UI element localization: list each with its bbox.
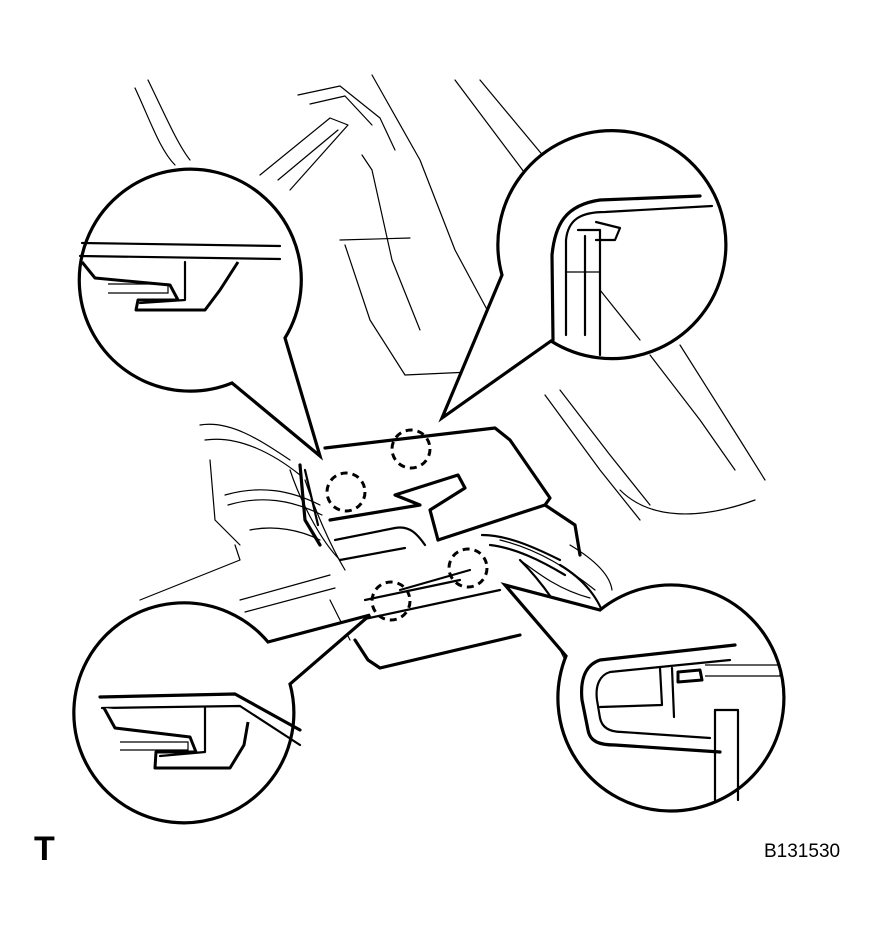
orientation-mark: T bbox=[34, 830, 55, 868]
clip-location-lower-right bbox=[447, 547, 489, 589]
clip-location-upper-right bbox=[390, 428, 432, 470]
vehicle-structure-background bbox=[134, 74, 766, 661]
clip-location-upper-left bbox=[325, 471, 367, 513]
callout-upper-left bbox=[77, 167, 324, 461]
callout-upper-right bbox=[438, 129, 728, 423]
callout-lower-left bbox=[72, 601, 372, 825]
clip-location-lower-left bbox=[370, 580, 412, 622]
callout-lower-right bbox=[500, 582, 786, 813]
clip-location-markers bbox=[325, 428, 489, 622]
illustration-code: B131530 bbox=[764, 841, 841, 862]
